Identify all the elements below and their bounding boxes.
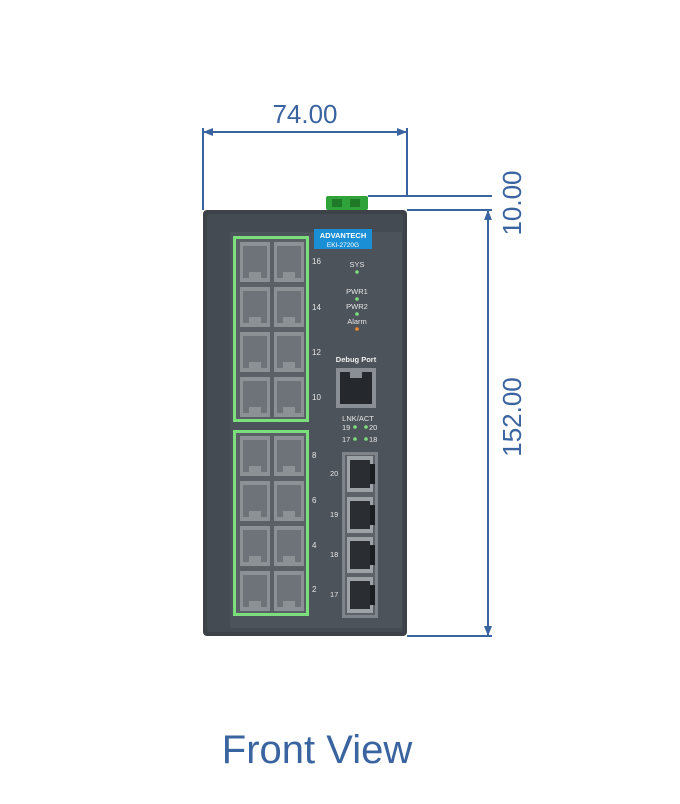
sfp-port-label: 18 [330,550,338,559]
rj45-port [240,526,270,566]
sfp-port [347,537,375,573]
sfp-port-label: 20 [330,469,338,478]
sfp-port [347,456,375,492]
sfp-led-17 [353,437,357,441]
sfp-slots [342,452,378,618]
port-label: 16 [312,257,321,266]
sfp-led-20 [364,425,368,429]
height-dimension-label: 152.00 [497,377,527,457]
sfp-port [347,577,375,613]
port-label: 14 [312,303,321,312]
sys-led-label: SYS [349,260,364,269]
port-label: 6 [312,496,317,505]
front-view-title: Front View [221,728,413,772]
pwr2-led-label: PWR2 [346,302,368,311]
pwr2-led [355,312,359,316]
width-dimension-label: 74.00 [272,99,337,129]
port-label: 8 [312,451,317,460]
sfp-led-label: 17 [342,435,350,444]
rj45-ports [240,242,304,611]
sys-led [355,270,359,274]
sfp-port-label: 17 [330,590,338,599]
dimension-lines [202,128,492,637]
sfp-led-18 [364,437,368,441]
rj45-port [240,242,270,282]
model-label: EKI-2720G [327,242,359,249]
lnk-act-label: LNK/ACT [342,414,374,423]
port-label: 12 [312,348,321,357]
brand-logo: ADVANTECH [320,231,367,240]
port-label: 4 [312,541,317,550]
sfp-led-19 [353,425,357,429]
power-terminal-block [326,196,368,210]
debug-port [336,368,376,408]
sfp-led-label: 19 [342,423,350,432]
sfp-port [347,497,375,533]
rj45-port [274,436,304,476]
sfp-led-label: 18 [369,435,377,444]
alarm-led [355,327,359,331]
rj45-port [274,332,304,372]
top-offset-dimension-label: 10.00 [497,170,527,235]
rj45-port [274,242,304,282]
rj45-port [274,287,304,327]
rj45-port [240,571,270,611]
port-label: 2 [312,585,317,594]
rj45-port [274,526,304,566]
sfp-led-label: 20 [369,423,377,432]
rj45-port [240,332,270,372]
rj45-port [274,571,304,611]
rj45-port [274,377,304,417]
rj45-port [274,481,304,521]
rj45-port [240,436,270,476]
alarm-led-label: Alarm [347,317,367,326]
rj45-port [240,481,270,521]
rj45-port [240,287,270,327]
rj45-port [240,377,270,417]
debug-port-label: Debug Port [336,355,377,364]
port-label: 10 [312,393,321,402]
pwr1-led [355,297,359,301]
brand-badge: ADVANTECH EKI-2720G [314,229,372,249]
sfp-port-label: 19 [330,510,338,519]
pwr1-led-label: PWR1 [346,287,368,296]
